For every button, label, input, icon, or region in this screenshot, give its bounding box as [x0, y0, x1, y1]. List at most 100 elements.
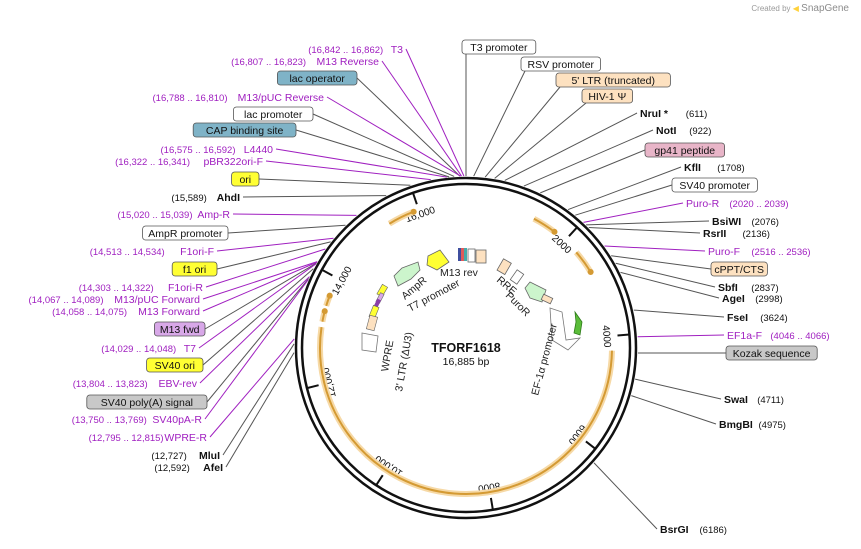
leader-line [588, 227, 701, 234]
leader-line [473, 70, 526, 177]
kozak-sequence-label: Kozak sequence [733, 348, 811, 360]
m13rev-block-2 [461, 248, 464, 261]
tick-mark [321, 268, 333, 277]
m13-reverse-label: M13 Reverse [317, 56, 380, 68]
leader-line [635, 378, 722, 400]
amp-r-position: (15,020 .. 15,039) [118, 210, 193, 221]
puror-green-arrow [524, 281, 547, 303]
ori-label: ori [239, 174, 251, 186]
orange-arrow-head [551, 228, 558, 235]
plasmid-length: 16,885 bp [443, 356, 490, 368]
leader-line [295, 129, 450, 178]
sv40-promoter-label: SV40 promoter [679, 180, 750, 192]
m13rev-block-3 [464, 248, 467, 261]
puro-f-label: Puro-F [708, 246, 740, 258]
right-labels: NruI *(611)NotI(922)gp41 peptideKflI(170… [640, 108, 830, 536]
leader-line [583, 202, 684, 223]
leader-line [199, 276, 310, 384]
m13-forward-label: M13 Forward [138, 306, 200, 318]
leader-line [232, 213, 357, 216]
ahdi-label: AhdI [217, 192, 240, 204]
backbone-inner-ring [300, 182, 632, 514]
leader-line [631, 395, 717, 425]
puro-r-position: (2020 .. 2039) [729, 199, 788, 210]
bsiwi-position: (2076) [752, 217, 779, 228]
leader-line [326, 96, 461, 177]
leader-line [484, 86, 561, 178]
leader-line [225, 352, 295, 468]
ampr-promoter-box [142, 225, 229, 241]
leader-line [258, 178, 411, 186]
leader-line [575, 184, 673, 216]
lac-promoter-box [232, 106, 314, 122]
ampr-promoter-label: AmpR promoter [148, 228, 223, 240]
leader-line [523, 129, 654, 187]
puro-f-position: (2516 .. 2536) [751, 247, 810, 258]
hiv-1-box [581, 88, 633, 104]
swai-label: SwaI [724, 394, 748, 406]
sv40-poly-a-signal-box [86, 394, 208, 410]
leader-line [615, 262, 716, 288]
leader-line [504, 112, 638, 181]
sv40-ori-box [146, 357, 204, 373]
sv40polya-block [365, 314, 379, 332]
leader-line [593, 462, 658, 530]
ampr-green-arrow [393, 261, 421, 287]
leader-line [265, 160, 431, 181]
tick-mark [568, 226, 578, 237]
ef1a-label: EF-1α promoter [529, 322, 560, 397]
ltr3-outline [361, 332, 379, 353]
ltr3-label: 3' LTR (ΔU3) [393, 331, 415, 392]
puro-r-label: Puro-R [686, 198, 720, 210]
5-ltr-truncated-box [555, 72, 671, 88]
tick-label: 14,000 [330, 265, 354, 298]
5-ltr-truncated-label: 5' LTR (truncated) [571, 75, 655, 87]
rsrii-label: RsrII [703, 228, 726, 240]
sbfi-position: (2837) [751, 283, 778, 294]
sv40pa-r-position: (13,750 .. 13,769) [72, 415, 147, 426]
l4440-position: (16,575 .. 16,592) [161, 145, 236, 156]
mlui-position: (12,727) [151, 451, 186, 462]
leader-line [633, 309, 725, 318]
orange-arrows [319, 208, 594, 323]
noti-position: (922) [689, 126, 711, 137]
m13rev-block-1 [458, 248, 461, 261]
cppt-cts-label: cPPT/CTS [714, 264, 764, 276]
ef1a-f-label: EF1a-F [727, 330, 762, 342]
m13-puc-reverse-label: M13/pUC Reverse [238, 92, 325, 104]
leader-line [275, 148, 447, 178]
t3-promoter-box [461, 39, 537, 55]
f1ori-r-position: (14,303 .. 14,322) [79, 283, 154, 294]
leader-line [381, 60, 462, 177]
plasmid-name: TFORF1618 [431, 341, 501, 355]
leader-line [198, 263, 317, 349]
leader-line [204, 279, 309, 420]
leader-line [312, 113, 455, 177]
pbr322ori-f-position: (16,322 .. 16,341) [115, 157, 190, 168]
ef1a-green-arrow [573, 310, 583, 336]
backbone-outer-ring [294, 176, 638, 520]
rre-block [496, 258, 512, 276]
leader-line [604, 245, 706, 252]
leader-line [494, 102, 587, 179]
rre-block-2 [509, 269, 525, 285]
kfli-position: (1708) [717, 163, 744, 174]
m13-fwd-box [153, 321, 206, 337]
bsiwi-label: BsiWI [712, 216, 741, 228]
bsrgi-position: (6186) [700, 525, 727, 536]
f1-ori-label: f1 ori [183, 264, 206, 276]
fsei-position: (3624) [760, 313, 787, 324]
ef1a-promoter-outline [549, 307, 582, 351]
m13rev-block-4 [467, 248, 476, 263]
m13-reverse-position: (16,807 .. 16,823) [231, 57, 306, 68]
m13-forward-position: (14,058 .. 14,075) [52, 307, 127, 318]
kozak-sequence-box [725, 345, 818, 361]
leader-line [202, 261, 318, 312]
puror-block [540, 293, 554, 305]
left-labels: T3(16,842 .. 16,862)M13 Reverse(16,807 .… [29, 44, 404, 474]
tick-mark [306, 384, 319, 390]
wpre-label: WPRE [379, 339, 396, 372]
t7-yellow-arrow [426, 249, 450, 271]
gp41-peptide-label: gp41 peptide [654, 145, 715, 157]
